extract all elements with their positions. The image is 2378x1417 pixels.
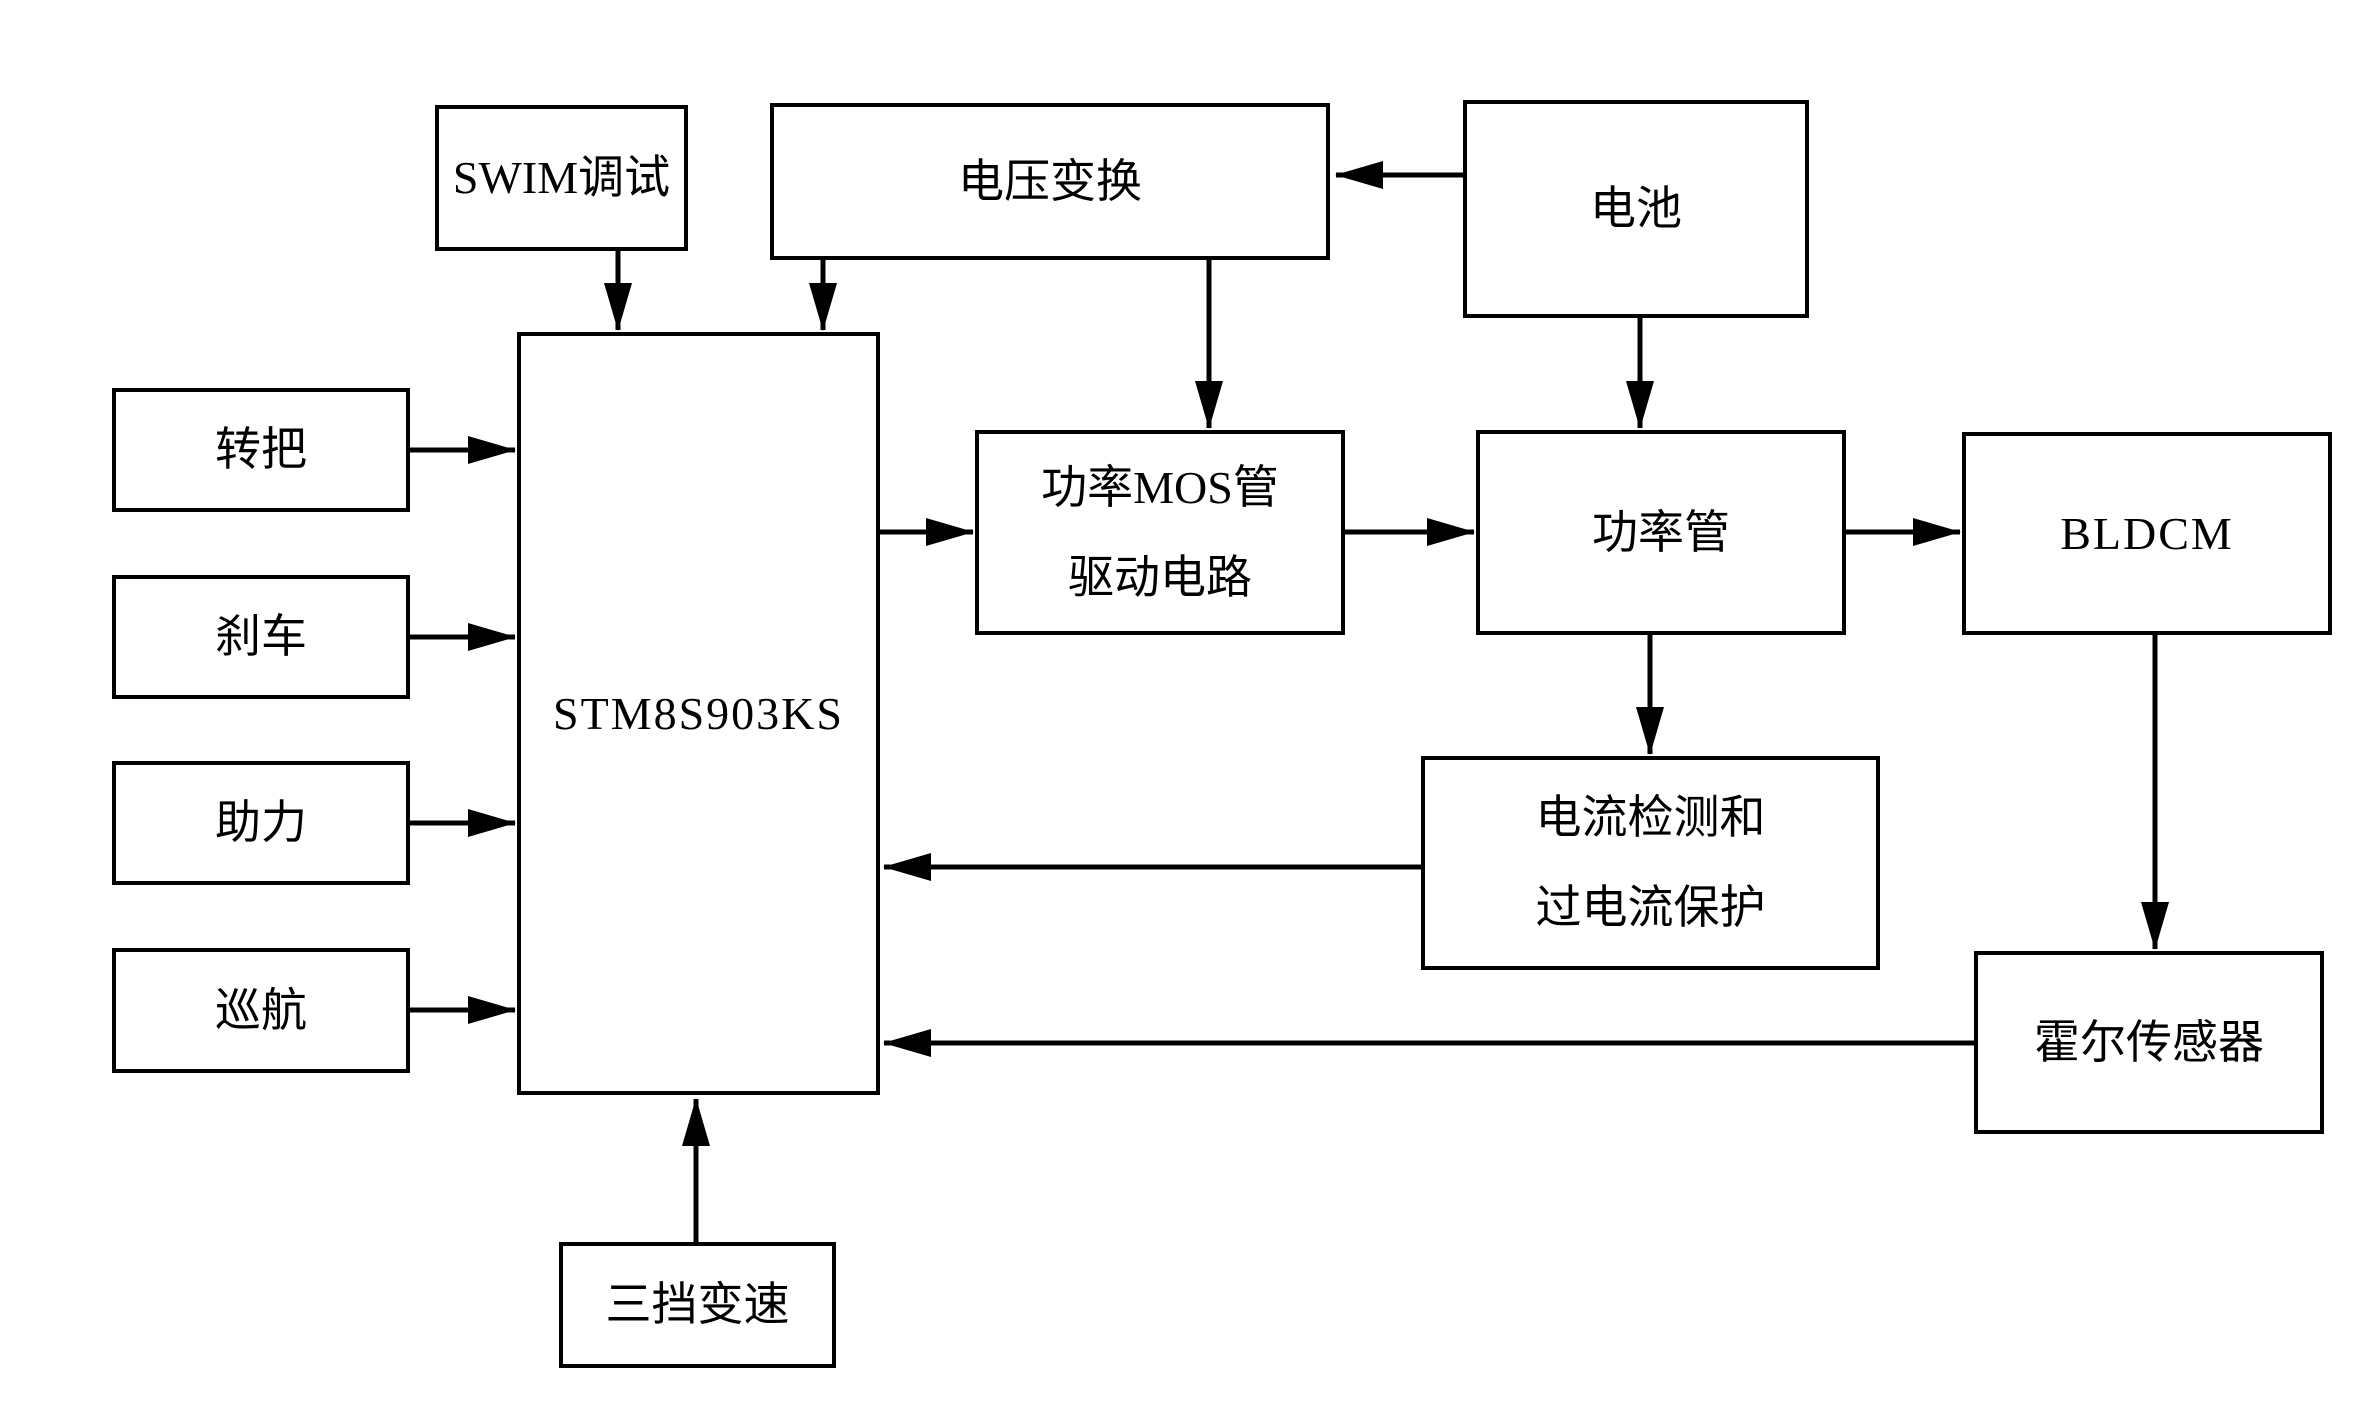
node-mos-driver-circuit-line2: 驱动电路 [1068,551,1252,603]
node-power-tube-label: 功率管 [1592,506,1730,558]
node-current-detect-protect-line1: 电流检测和 [1535,792,1766,844]
node-mcu-stm8s903ks-label: STM8S903KS [553,687,844,739]
node-swim-debug-label: SWIM调试 [452,152,671,204]
node-mos-driver-circuit: 功率MOS管 驱动电路 [975,430,1345,635]
node-mos-driver-circuit-line1: 功率MOS管 [1041,461,1279,513]
node-voltage-converter: 电压变换 [770,103,1330,260]
node-battery: 电池 [1463,100,1809,318]
node-throttle: 转把 [112,388,410,512]
node-mcu-stm8s903ks: STM8S903KS [517,332,880,1095]
node-three-speed-label: 三挡变速 [605,1279,790,1331]
node-hall-sensor-label: 霍尔传感器 [2034,1016,2264,1068]
node-three-speed: 三挡变速 [559,1242,836,1368]
node-current-detect-protect-line2: 过电流保护 [1535,882,1766,933]
node-bldcm-label: BLDCM [2060,507,2234,559]
node-hall-sensor: 霍尔传感器 [1974,951,2324,1134]
node-voltage-converter-label: 电压变换 [958,155,1142,207]
node-cruise-label: 巡航 [215,984,307,1036]
node-current-detect-protect: 电流检测和 过电流保护 [1421,756,1880,970]
node-brake: 刹车 [112,575,410,699]
node-bldcm: BLDCM [1962,432,2332,635]
node-swim-debug: SWIM调试 [435,105,688,251]
node-battery-label: 电池 [1590,183,1682,235]
node-power-assist-label: 助力 [215,797,307,849]
node-cruise: 巡航 [112,948,410,1073]
node-throttle-label: 转把 [215,424,307,476]
node-power-assist: 助力 [112,761,410,885]
node-power-tube: 功率管 [1476,430,1846,635]
node-brake-label: 刹车 [215,611,307,663]
